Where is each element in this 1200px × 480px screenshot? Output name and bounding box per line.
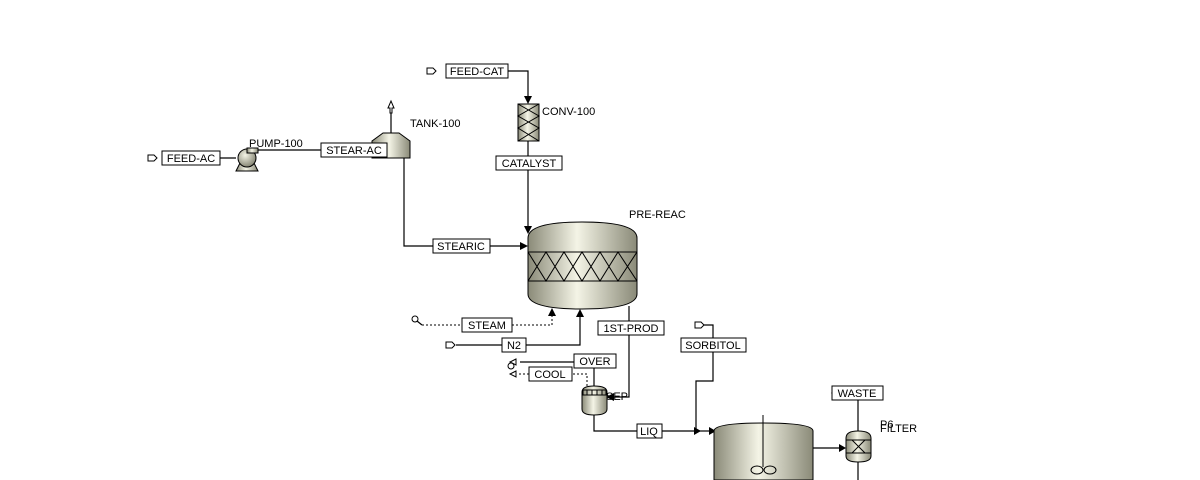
product-arrow-icon <box>508 370 517 378</box>
unit-label-conv: CONV-100 <box>542 106 595 118</box>
stream-label: FEED-AC <box>167 153 215 165</box>
stream-label: 1ST-PROD <box>603 323 658 335</box>
feed-arrow-icon <box>694 321 705 329</box>
stream-cool[interactable]: COOL <box>528 366 573 382</box>
unit-label-pre-reac: PRE-REAC <box>629 209 686 221</box>
stream-sorbitol[interactable]: SORBITOL <box>680 337 747 353</box>
feed-arrow-icon <box>445 341 456 349</box>
stream-steam[interactable]: STEAM <box>461 317 513 333</box>
arrow-n2 <box>576 309 584 317</box>
arrow-catalyst <box>524 226 532 234</box>
unit-label-pump: PUMP-100 <box>249 138 303 150</box>
stream-label: STEAM <box>468 320 506 332</box>
conv-100-icon[interactable] <box>516 103 541 142</box>
stream-label: N2 <box>507 340 521 352</box>
stream-label: CATALYST <box>502 158 557 170</box>
stream-feed-ac[interactable]: FEED-AC <box>161 150 221 166</box>
stream-label: WASTE <box>838 388 877 400</box>
feed-arrow-icon <box>147 154 158 162</box>
arrow-to-filter <box>839 444 846 452</box>
energy-stream-icon <box>507 362 515 370</box>
line-liq-a <box>593 414 637 432</box>
stream-liq[interactable]: LIQ <box>636 423 663 439</box>
unit-label-tank: TANK-100 <box>410 118 461 130</box>
line-steam-b <box>512 314 553 326</box>
reactor-icon[interactable] <box>713 415 814 480</box>
stream-label: COOL <box>534 369 565 381</box>
unit-label-filter: FILTER <box>880 423 917 435</box>
vent-arrow-icon <box>387 99 395 114</box>
unit-label-filter-tag: P6 <box>880 419 893 431</box>
unit-label-sep: SEP <box>606 391 628 403</box>
arrow-stearic <box>520 242 528 250</box>
stream-stear-ac[interactable]: STEAR-AC <box>320 142 388 158</box>
stream-label: STEAR-AC <box>326 145 382 157</box>
arrow-steam <box>548 308 556 316</box>
stream-catalyst[interactable]: CATALYST <box>495 155 563 171</box>
pre-reac-icon[interactable] <box>527 221 638 310</box>
stream-label: LIQ <box>640 426 658 438</box>
line-sorbitol <box>695 351 714 431</box>
stream-n2[interactable]: N2 <box>501 337 527 353</box>
stream-label: FEED-CAT <box>450 66 504 78</box>
arrow-1st-prod <box>606 393 614 401</box>
feed-arrow-icon <box>426 67 437 75</box>
line-cool-a <box>572 373 588 386</box>
line-1st-prod <box>612 306 630 398</box>
line-tank-bottom <box>403 158 433 247</box>
line-n2-b <box>526 316 581 346</box>
pump-100-icon[interactable] <box>235 147 259 172</box>
sep-icon[interactable] <box>581 385 608 416</box>
stream-label: OVER <box>579 356 610 368</box>
line-feed-cat <box>507 70 529 99</box>
stream-feed-cat[interactable]: FEED-CAT <box>445 63 509 79</box>
stream-stearic[interactable]: STEARIC <box>432 238 491 254</box>
arrow-to-reactor <box>709 427 716 435</box>
stream-label: STEARIC <box>437 241 485 253</box>
stream-label: SORBITOL <box>685 340 740 352</box>
filter-icon[interactable] <box>845 430 872 463</box>
stream-waste[interactable]: WASTE <box>831 385 884 401</box>
stream-over[interactable]: OVER <box>573 353 617 369</box>
line-sorbitol-top <box>704 324 714 338</box>
stream-1st-prod[interactable]: 1ST-PROD <box>597 320 665 336</box>
arrow-feed-cat <box>524 96 532 104</box>
energy-stream-icon <box>411 315 419 323</box>
energy-stream-tail <box>416 320 423 326</box>
